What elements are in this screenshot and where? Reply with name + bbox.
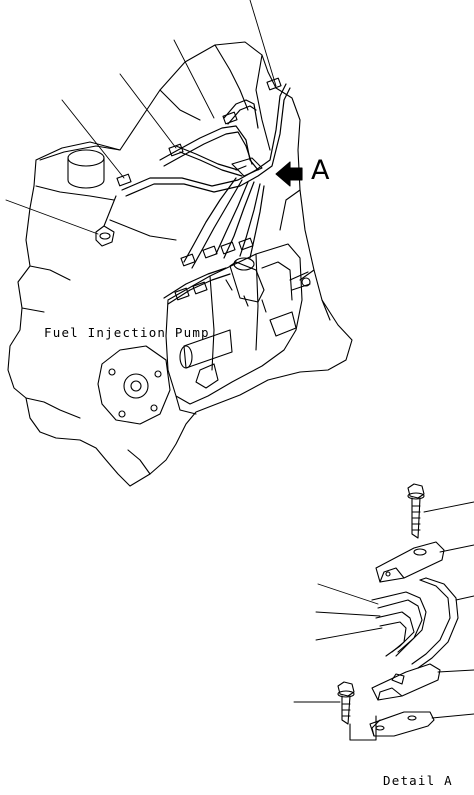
fuel-injection-pump-label: Fuel Injection Pump bbox=[44, 325, 210, 340]
view-arrow-icon bbox=[275, 161, 303, 187]
sensor-fitting bbox=[95, 195, 117, 247]
detail-clamp-upper bbox=[375, 541, 445, 583]
detail-bolt-lower bbox=[337, 681, 355, 725]
pipe-nuts bbox=[116, 77, 282, 301]
detail-bracket bbox=[349, 711, 435, 741]
pipe-clamp bbox=[231, 157, 263, 177]
leader-lines-top bbox=[5, 0, 277, 235]
detail-bolt-upper bbox=[407, 483, 425, 539]
detail-clamp-lower bbox=[371, 663, 441, 701]
oil-filler-cap bbox=[67, 149, 105, 189]
pump-drive-flange bbox=[97, 345, 171, 425]
detail-a-assembly bbox=[337, 483, 459, 741]
fuel-injection-pump bbox=[165, 243, 311, 415]
view-a-marker: A bbox=[311, 155, 330, 186]
detail-fuel-pipes bbox=[371, 577, 459, 669]
detail-a-caption: Detail A bbox=[383, 773, 453, 788]
engine-block-outline bbox=[7, 41, 353, 487]
injection-pipes bbox=[121, 83, 291, 305]
leader-lines-detail bbox=[293, 501, 474, 719]
